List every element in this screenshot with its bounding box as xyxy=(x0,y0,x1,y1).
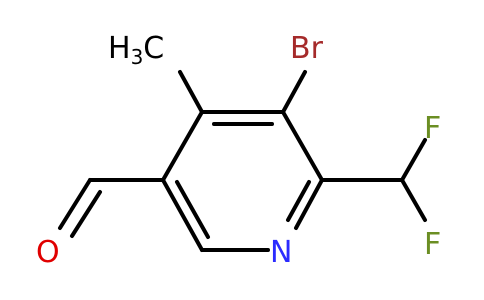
bond-chf2-f-bottom xyxy=(400,178,427,222)
methyl-c: C xyxy=(143,31,164,66)
bond-cho-o xyxy=(58,178,92,230)
bond-c6-c5-double xyxy=(175,180,210,239)
bond-c5-c4 xyxy=(161,110,204,182)
methyl-h: H xyxy=(108,31,131,66)
bromine-label: Br xyxy=(290,31,324,66)
bond-c2-n-double xyxy=(286,180,311,222)
bond-c3-c2 xyxy=(281,110,324,182)
methyl-subscript: 3 xyxy=(131,45,144,69)
bond-cho-o-double xyxy=(70,190,102,238)
fluorine-top-label: F xyxy=(424,111,441,146)
fluorine-bottom-label: F xyxy=(424,227,441,262)
bond-c4-methyl xyxy=(178,70,204,114)
nitrogen-label: N xyxy=(270,235,292,270)
methyl-label: H3C xyxy=(108,31,164,69)
bond-chf2-f-top xyxy=(400,138,427,182)
bond-c2-n xyxy=(294,178,324,230)
bond-c6-c5 xyxy=(161,178,204,252)
bond-c3-br xyxy=(281,70,307,114)
oxygen-label: O xyxy=(36,235,60,270)
